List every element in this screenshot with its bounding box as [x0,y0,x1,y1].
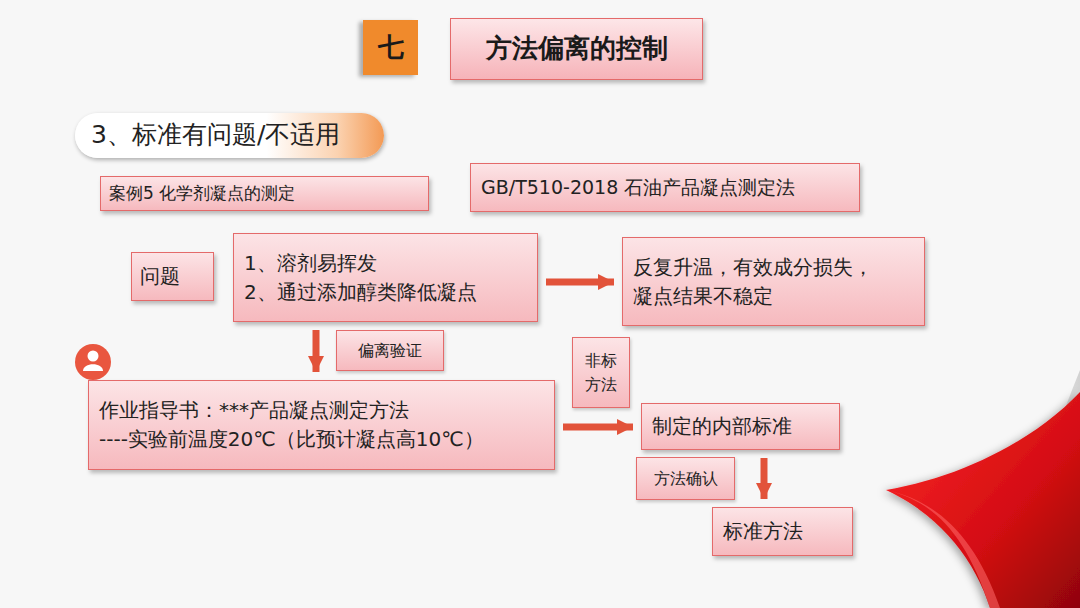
internal-standard-box: 制定的内部标准 [641,403,840,450]
section-heading: 3、标准有问题/不适用 [75,113,384,158]
curl-highlight [886,490,1000,608]
icon-circle [75,344,111,380]
arrow-connector [546,279,614,286]
node-text: 反复升温，有效成分损失， 凝点结果不稳定 [633,253,914,311]
case-box: 案例5 化学剂凝点的测定 [100,176,429,211]
node-text: 1、溶剂易挥发 [244,249,527,278]
problem-box: 问题 [131,252,214,301]
page-curl [886,392,1080,608]
standard-box: GB/T510-2018 石油产品凝点测定法 [470,163,860,212]
node-text: ----实验前温度20℃（比预计凝点高10℃） [99,425,544,454]
node-text: 问题 [140,262,205,291]
arrow-connector [313,330,320,372]
arrow-connector [563,424,633,431]
node-text: 2、通过添加醇类降低凝点 [244,278,527,307]
node-text: 3、标准有问题/不适用 [91,117,368,153]
standard-method-box: 标准方法 [712,507,853,556]
icon-head [88,351,99,362]
person-icon [75,344,111,380]
icon-body [83,364,103,371]
problem-detail-box: 1、溶剂易挥发2、通过添加醇类降低凝点 [233,233,538,322]
title-text: 方法偏离的控制 [486,30,668,68]
instruction-box: 作业指导书：***产品凝点测定方法----实验前温度20℃（比预计凝点高10℃） [88,380,555,470]
node-text: 制定的内部标准 [652,412,829,441]
edge-label-box: 方法确认 [636,457,735,500]
node-text: 案例5 化学剂凝点的测定 [109,181,420,206]
edge-label: 偏离验证 [358,339,422,362]
section-badge: 七 [363,20,418,75]
node-text: GB/T510-2018 石油产品凝点测定法 [481,174,849,202]
node-text: 作业指导书：***产品凝点测定方法 [99,396,544,425]
result-box: 反复升温，有效成分损失， 凝点结果不稳定 [622,237,925,326]
node-text: 标准方法 [723,517,842,546]
arrow-connector [761,458,768,499]
edge-label: 非标方法 [585,349,617,395]
edge-label-box: 偏离验证 [336,330,444,371]
edge-label: 方法确认 [654,467,718,490]
title-box: 方法偏离的控制 [450,18,703,80]
edge-label-box: 非标方法 [572,337,630,408]
